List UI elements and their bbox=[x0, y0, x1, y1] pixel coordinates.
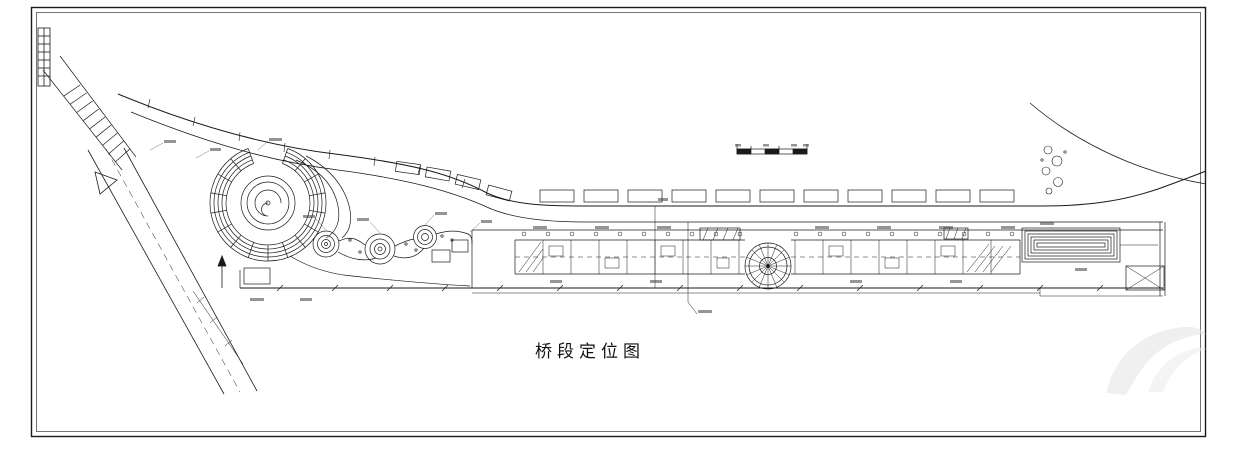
fountain-pools bbox=[312, 225, 473, 265]
roadside-planters bbox=[395, 160, 1015, 240]
plaza-walkways bbox=[289, 155, 471, 287]
station-ticks bbox=[147, 98, 466, 189]
diagonal-road bbox=[87, 147, 258, 395]
promenade bbox=[239, 222, 1166, 296]
circular-plaza bbox=[209, 148, 327, 262]
annotation-leaders bbox=[149, 140, 481, 234]
crosswalk-band bbox=[42, 55, 137, 171]
section-markers bbox=[654, 206, 698, 315]
border-frame bbox=[30, 6, 1207, 438]
watermark-logo bbox=[1106, 326, 1206, 395]
tree-dot-row bbox=[521, 231, 1015, 237]
north-arrow bbox=[217, 254, 227, 288]
drawing-title: 桥段定位图 bbox=[535, 342, 645, 361]
compass-plaza bbox=[744, 242, 792, 290]
linework-root bbox=[30, 6, 1207, 438]
micro-annotations bbox=[164, 138, 1087, 313]
main-road bbox=[117, 93, 1207, 223]
road-dimensions bbox=[192, 290, 244, 365]
stepped-terrace bbox=[1021, 227, 1158, 263]
dim-ticks-bottom bbox=[276, 284, 1104, 292]
end-platform bbox=[1039, 265, 1165, 297]
corner-legend bbox=[37, 27, 51, 87]
tree-symbols bbox=[1040, 145, 1067, 195]
